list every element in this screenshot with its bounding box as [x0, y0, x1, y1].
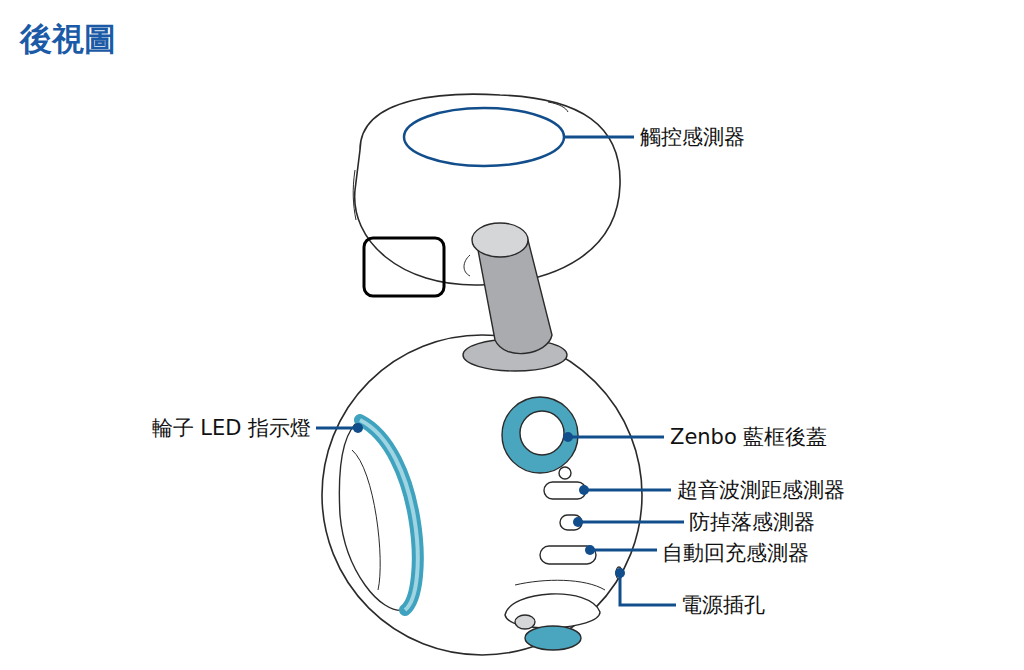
caster-wheel [505, 594, 600, 650]
sensor-windows [515, 580, 605, 590]
caster-wheel [525, 626, 581, 650]
robot-neck [464, 255, 470, 276]
blue-back-cover [520, 411, 564, 455]
highlight-box [364, 238, 444, 296]
robot-body [322, 335, 642, 655]
leader-dots [353, 423, 363, 433]
leader-dots [579, 485, 589, 495]
caster-wheel [515, 615, 535, 629]
blue-back-cover [559, 467, 571, 479]
leader-lines [584, 489, 671, 492]
leader-lines [570, 436, 664, 439]
leader-dots [585, 545, 595, 555]
leader-lines [316, 137, 684, 605]
sensor-windows [515, 482, 622, 590]
callout-label: 觸控感測器 [640, 124, 745, 150]
wheel [360, 420, 418, 610]
touch-sensor-outline [404, 108, 564, 166]
leader-lines [620, 573, 676, 605]
touch-sensor-outline [404, 108, 564, 166]
callout-label: 防掉落感測器 [689, 509, 815, 535]
leader-lines [578, 521, 684, 524]
robot-head [548, 102, 568, 112]
sensor-windows [540, 546, 596, 564]
wheel [352, 450, 380, 590]
leader-lines [316, 427, 358, 430]
callout-label: Zenbo 藍框後蓋 [670, 424, 827, 450]
callout-label: 輪子 LED 指示燈 [152, 415, 312, 441]
leader-lines [590, 549, 657, 552]
leader-dots [563, 432, 573, 442]
callout-label: 自動回充感測器 [662, 540, 809, 566]
leader-dots [353, 423, 625, 578]
robot-neck [472, 223, 528, 257]
blue-back-cover [502, 397, 578, 479]
page-title: 後視圖 [20, 20, 116, 58]
wheel [360, 420, 418, 610]
leader-lines [564, 136, 634, 139]
leader-dots [573, 517, 583, 527]
robot-neck [463, 223, 567, 371]
robot-head [353, 170, 356, 220]
leader-dots [615, 568, 625, 578]
callout-label: 超音波測距感測器 [677, 477, 845, 503]
wheel [339, 420, 417, 610]
wheel [339, 420, 417, 610]
callout-label: 電源插孔 [681, 592, 765, 618]
blue-back-cover [502, 397, 578, 473]
robot-body [322, 335, 642, 655]
sensor-windows [560, 515, 582, 530]
highlight-box [364, 238, 444, 296]
